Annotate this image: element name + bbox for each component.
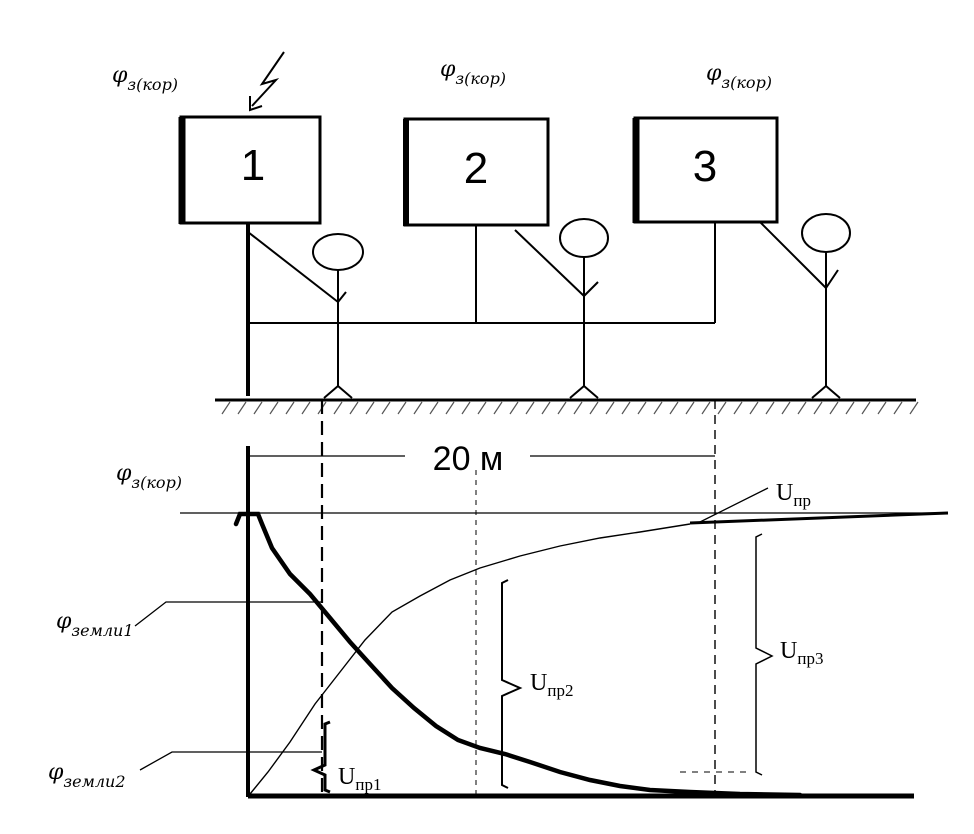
- equipment-2-number: 2: [464, 144, 488, 193]
- brace-upr3: [755, 533, 774, 776]
- touch-voltage-plateau: [689, 511, 949, 525]
- svg-text:φз(кор): φз(кор): [112, 63, 178, 94]
- case-potential-label-1: φз(кор): [112, 63, 178, 94]
- brace-upr2: [501, 579, 523, 789]
- case-potential-label-3: φз(кор): [706, 61, 772, 92]
- ground-potential-2-label: φземли2: [48, 760, 126, 791]
- distance-label: 20 м: [433, 440, 504, 478]
- touch-voltage-3-label: Uпр3: [780, 638, 823, 668]
- equipment-3-number: 3: [693, 142, 717, 191]
- ground-potential-1-label: φземли1: [56, 609, 134, 640]
- equipment-3: 3: [632, 116, 779, 224]
- person-1: [247, 231, 364, 399]
- svg-text:Uпр3: Uпр3: [780, 638, 823, 668]
- touch-voltage-curve: [249, 523, 691, 795]
- svg-text:Uпр: Uпр: [776, 480, 811, 510]
- lightning-fault-icon: [249, 51, 285, 112]
- case-potential-label-2: φз(кор): [440, 57, 506, 88]
- person-3: [759, 213, 851, 399]
- person-projection-lines: [320, 400, 716, 794]
- person-2: [514, 218, 609, 399]
- brace-upr1: [310, 720, 331, 794]
- ground2-subscript: земли2: [63, 772, 125, 791]
- touch-voltage-label: Uпр: [776, 480, 811, 510]
- ground-surface: [215, 398, 919, 415]
- upr-leader: [699, 487, 769, 523]
- svg-text:φземли1: φземли1: [56, 609, 134, 640]
- grounding-conductors: [246, 223, 716, 396]
- svg-text:φз(кор): φз(кор): [440, 57, 506, 88]
- phi-symbol: φ: [112, 63, 128, 88]
- potential-plot: 20 м: [134, 400, 949, 799]
- ground-potential-curve: [233, 511, 803, 798]
- ground1-subscript: земли1: [71, 621, 133, 640]
- svg-text:φз(кор): φз(кор): [706, 61, 772, 92]
- equipment-2: 2: [403, 117, 550, 227]
- equipment-1: 1: [178, 115, 322, 225]
- svg-text:φземли2: φземли2: [48, 760, 126, 791]
- case-potential-axis-label: φз(кор): [116, 461, 182, 492]
- svg-text:Uпр1: Uпр1: [338, 764, 381, 794]
- touch-voltage-1-label: Uпр1: [338, 764, 381, 794]
- svg-text:φз(кор): φз(кор): [116, 461, 182, 492]
- case-potential-subscript: з(кор): [127, 75, 178, 94]
- ground-potential-leaders: [134, 601, 322, 771]
- equipment-1-number: 1: [241, 141, 265, 190]
- touch-voltage-2-label: Uпр2: [530, 670, 573, 700]
- svg-text:Uпр2: Uпр2: [530, 670, 573, 700]
